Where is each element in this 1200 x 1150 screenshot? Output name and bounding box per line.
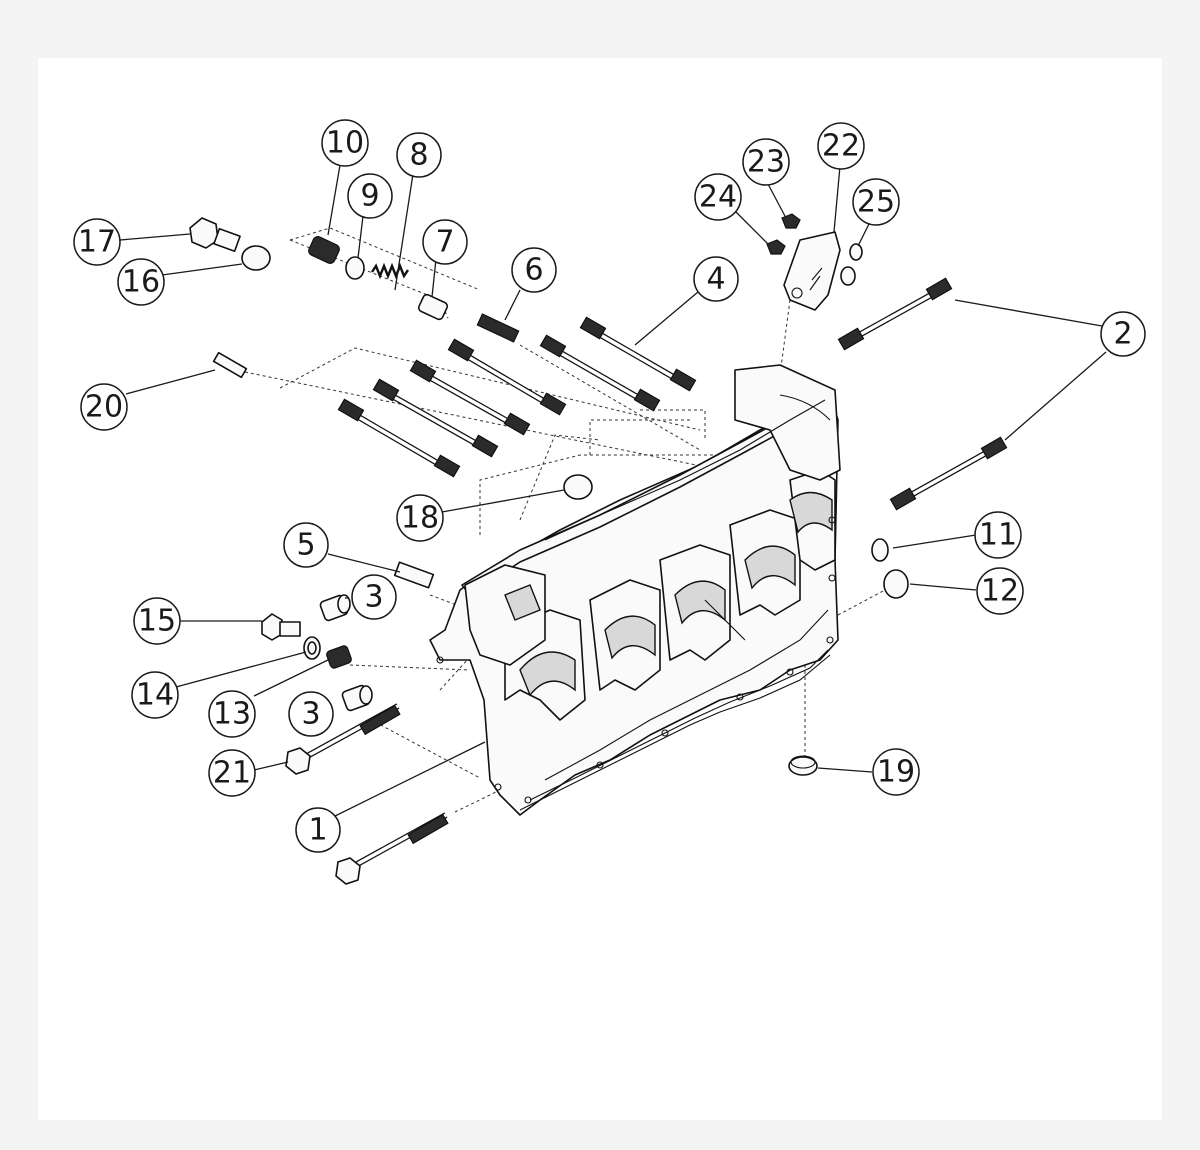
callout-6-label: 6 <box>524 253 543 288</box>
screw-24 <box>766 239 786 255</box>
callout-21-label: 21 <box>213 756 251 791</box>
callout-7-label: 7 <box>435 225 454 260</box>
callout-10: 10 <box>321 119 369 167</box>
ring-11 <box>871 538 889 562</box>
leader-lines <box>119 164 1107 819</box>
bearing-bolt <box>539 334 661 412</box>
plug-12 <box>883 569 909 599</box>
callout-11-label: 11 <box>979 518 1017 553</box>
bearing-bolt <box>579 316 697 392</box>
assembly-guide-lines <box>244 227 886 813</box>
callout-3-lower: 3 <box>288 691 334 737</box>
callout-23-label: 23 <box>747 145 785 180</box>
engine-block <box>429 364 841 816</box>
callout-1-label: 1 <box>308 813 327 848</box>
pin-5 <box>393 561 435 589</box>
callout-13-label: 13 <box>213 697 251 732</box>
callout-24: 24 <box>694 173 742 221</box>
callout-22: 22 <box>817 122 865 170</box>
dowel-20 <box>212 351 248 379</box>
bearing-bolt <box>372 378 499 458</box>
diagram-canvas: 1 2 3 3 4 5 6 7 8 9 10 11 <box>38 58 1162 1120</box>
callout-8-label: 8 <box>409 138 428 173</box>
screw-23 <box>781 213 801 229</box>
dowel-6 <box>476 313 520 343</box>
callout-9-label: 9 <box>360 179 379 214</box>
callout-22-label: 22 <box>822 129 860 164</box>
callout-4: 4 <box>693 256 739 302</box>
bearing-bolt <box>409 359 531 436</box>
callout-5-label: 5 <box>296 528 315 563</box>
callout-20: 20 <box>80 383 128 431</box>
callout-14: 14 <box>131 671 179 719</box>
callout-6: 6 <box>511 247 557 293</box>
callout-2-label: 2 <box>1113 317 1132 352</box>
callout-18-label: 18 <box>401 501 439 536</box>
bearing-bolt <box>447 338 567 416</box>
engine-block-exploded-diagram: 1 2 3 3 4 5 6 7 8 9 10 11 <box>73 119 1146 885</box>
callout-10-label: 10 <box>326 126 364 161</box>
callout-25-label: 25 <box>857 185 895 220</box>
valve-assembly <box>308 236 449 321</box>
bush-3-lower <box>341 684 373 712</box>
callout-5: 5 <box>283 522 329 568</box>
callout-11: 11 <box>974 511 1022 559</box>
insert-13 <box>326 645 352 669</box>
callout-12-label: 12 <box>981 574 1019 609</box>
callout-7: 7 <box>422 219 468 265</box>
cap-16 <box>241 245 271 271</box>
long-bolt-1 <box>335 812 449 885</box>
callout-19-label: 19 <box>877 755 915 790</box>
bracket-22 <box>783 231 841 311</box>
callout-3-upper: 3 <box>351 574 397 620</box>
washers-25 <box>840 243 863 286</box>
callout-12: 12 <box>976 567 1024 615</box>
callout-24-label: 24 <box>699 180 737 215</box>
callout-25: 25 <box>852 178 900 226</box>
callout-9: 9 <box>347 173 393 219</box>
stud-bolts <box>837 277 1008 511</box>
bearing-saddles <box>519 491 833 697</box>
bearing-bolt <box>337 398 461 478</box>
plug-18 <box>563 474 593 500</box>
callout-8: 8 <box>396 132 442 178</box>
callout-3-lower-label: 3 <box>301 697 320 732</box>
callout-17: 17 <box>73 218 121 266</box>
callout-2: 2 <box>1100 311 1146 357</box>
bush-3-upper <box>319 594 351 622</box>
callout-15: 15 <box>133 597 181 645</box>
callout-19: 19 <box>872 748 920 796</box>
callout-21: 21 <box>208 749 256 797</box>
callout-14-label: 14 <box>136 678 174 713</box>
flange-bolt-holes <box>436 516 836 804</box>
callout-20-label: 20 <box>85 390 123 425</box>
sender-17 <box>189 217 241 253</box>
washer-14 <box>303 636 321 660</box>
callout-18: 18 <box>396 494 444 542</box>
callout-4-label: 4 <box>706 262 725 297</box>
callout-16-label: 16 <box>122 265 160 300</box>
long-bolt-21 <box>285 703 401 775</box>
callout-1: 1 <box>295 807 341 853</box>
callout-3-upper-label: 3 <box>364 580 383 615</box>
callout-17-label: 17 <box>78 225 116 260</box>
plug-15 <box>261 613 301 641</box>
plug-19 <box>788 755 818 776</box>
callout-23: 23 <box>742 138 790 186</box>
callout-15-label: 15 <box>138 604 176 639</box>
callout-13: 13 <box>208 690 256 738</box>
main-bearing-bolts <box>337 316 697 478</box>
callout-16: 16 <box>117 258 165 306</box>
